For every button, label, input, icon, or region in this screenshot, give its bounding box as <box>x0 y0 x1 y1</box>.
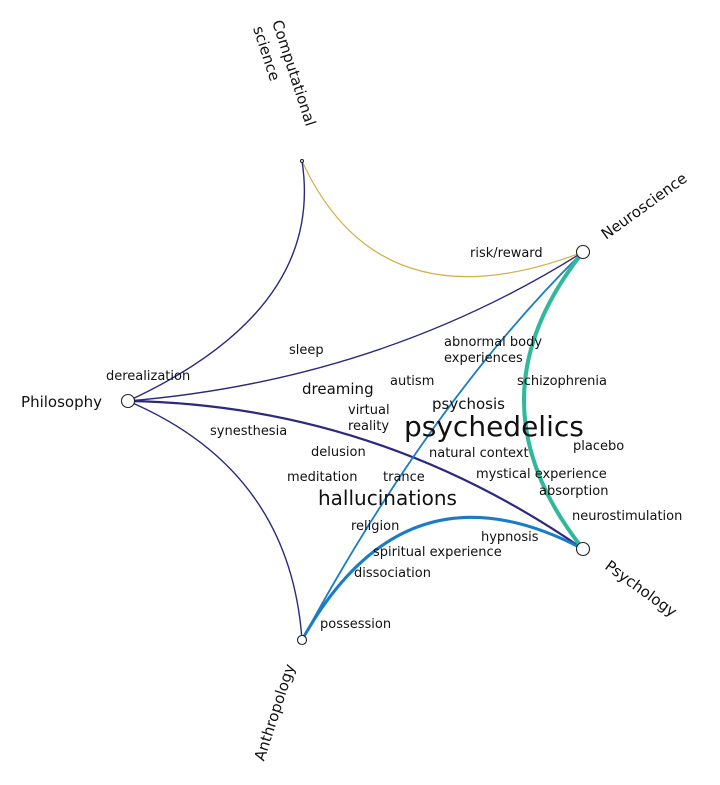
node-circle-philosophy[interactable] <box>120 393 136 409</box>
node-circle-anthropology[interactable] <box>296 634 308 646</box>
node-neuroscience[interactable]: Neuroscience <box>575 169 691 260</box>
node-psychology[interactable]: Psychology <box>575 541 681 621</box>
node-circle-computational[interactable] <box>299 158 305 164</box>
term-line: autism <box>390 374 434 389</box>
term-absorption: absorption <box>539 484 608 499</box>
edges-layer <box>126 160 585 642</box>
term-line: reality <box>348 419 389 434</box>
edge-philosophy-anthropology <box>127 400 303 641</box>
term-line: delusion <box>311 445 366 460</box>
term-risk-reward: risk/reward <box>470 246 543 261</box>
term-sleep: sleep <box>289 343 324 358</box>
edge-philosophy-neuroscience <box>127 251 584 402</box>
edge-neuroscience-psychology <box>522 250 585 551</box>
term-line: schizophrenia <box>517 374 607 389</box>
edge-computational-neuroscience <box>301 160 584 278</box>
term-line: spiritual experience <box>373 545 502 560</box>
term-psychosis: psychosis <box>432 395 505 413</box>
term-line: neurostimulation <box>572 509 682 524</box>
term-line: possession <box>320 617 391 632</box>
term-autism: autism <box>390 374 434 389</box>
term-line: natural context <box>429 446 529 461</box>
term-placebo: placebo <box>573 439 624 454</box>
term-line: experiences <box>444 351 523 366</box>
node-label-philosophy: Philosophy <box>21 393 102 411</box>
term-meditation: meditation <box>287 470 358 485</box>
term-line: hypnosis <box>481 530 539 545</box>
term-line: placebo <box>573 439 624 454</box>
node-label-line: Anthropology <box>251 662 299 763</box>
term-natural-context: natural context <box>429 446 529 461</box>
node-circle-psychology[interactable] <box>575 541 591 557</box>
term-psychedelics: psychedelics <box>404 410 584 443</box>
term-line: meditation <box>287 470 358 485</box>
edge-anthropology-neuroscience <box>301 251 584 641</box>
term-hypnosis: hypnosis <box>481 530 539 545</box>
edge-computational-philosophy <box>127 160 306 402</box>
term-derealization: derealization <box>106 369 190 384</box>
term-delusion: delusion <box>311 445 366 460</box>
term-line: mystical experience <box>476 467 607 482</box>
term-line: psychosis <box>432 395 505 413</box>
node-computational[interactable]: Computationalscience <box>249 18 319 164</box>
term-line: dreaming <box>302 380 374 398</box>
term-line: derealization <box>106 369 190 384</box>
term-hallucinations: hallucinations <box>318 486 457 510</box>
node-anthropology[interactable]: Anthropology <box>251 634 308 763</box>
terms-layer: risk/reward sleep derealization abnormal bo… <box>106 246 682 632</box>
term-line: psychedelics <box>404 410 584 443</box>
term-line: risk/reward <box>470 246 543 261</box>
edge-philosophy-psychology <box>126 399 585 551</box>
node-label-psychology: Psychology <box>602 557 681 621</box>
node-label-line: Philosophy <box>21 393 102 411</box>
term-line: dissociation <box>354 566 431 581</box>
node-circle-neuroscience[interactable] <box>575 244 591 260</box>
node-philosophy[interactable]: Philosophy <box>21 393 136 411</box>
term-synesthesia: synesthesia <box>210 424 287 439</box>
term-line: sleep <box>289 343 324 358</box>
term-line: abnormal body <box>444 335 542 350</box>
term-line: trance <box>383 470 425 485</box>
term-religion: religion <box>351 519 399 534</box>
node-label-line: Psychology <box>602 557 681 621</box>
term-possession: possession <box>320 617 391 632</box>
term-mystical-experience: mystical experience <box>476 467 607 482</box>
node-label-anthropology: Anthropology <box>251 662 299 763</box>
term-line: absorption <box>539 484 608 499</box>
edge-anthropology-psychology <box>300 515 585 642</box>
term-schizophrenia: schizophrenia <box>517 374 607 389</box>
term-trance: trance <box>383 470 425 485</box>
node-label-line: Neuroscience <box>598 169 691 243</box>
term-line: virtual <box>348 403 390 418</box>
node-label-neuroscience: Neuroscience <box>598 169 691 243</box>
term-line: religion <box>351 519 399 534</box>
term-dissociation: dissociation <box>354 566 431 581</box>
term-line: hallucinations <box>318 486 457 510</box>
term-neurostimulation: neurostimulation <box>572 509 682 524</box>
term-line: synesthesia <box>210 424 287 439</box>
term-spiritual-experience: spiritual experience <box>373 545 502 560</box>
node-label-computational: Computationalscience <box>249 18 319 135</box>
term-dreaming: dreaming <box>302 380 374 398</box>
